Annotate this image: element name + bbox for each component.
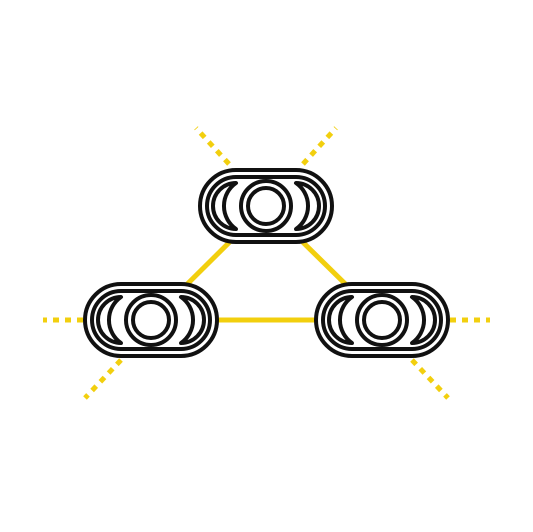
external-link-top-up-right <box>301 126 338 166</box>
external-link-right-down-right <box>410 358 450 400</box>
center-circle-inner <box>131 300 171 340</box>
right-crescent-icon <box>179 295 206 345</box>
external-link-top-up-left <box>194 126 231 166</box>
right-crescent-icon <box>410 295 437 345</box>
nodes-layer <box>83 168 450 358</box>
moon-phases-node-icon <box>83 282 219 358</box>
left-crescent-icon <box>96 295 123 345</box>
moon-phases-node-icon <box>314 282 450 358</box>
node-capsule-inner-outline <box>205 175 327 237</box>
left-crescent-icon <box>211 181 238 231</box>
center-circle-inner <box>362 300 402 340</box>
node-capsule-inner-outline <box>90 289 212 351</box>
external-link-left-down-left <box>83 358 123 400</box>
right-crescent-icon <box>294 181 321 231</box>
center-circle-inner <box>246 186 286 226</box>
left-crescent-icon <box>327 295 354 345</box>
moon-phases-node-icon <box>198 168 334 244</box>
node-capsule-inner-outline <box>321 289 443 351</box>
